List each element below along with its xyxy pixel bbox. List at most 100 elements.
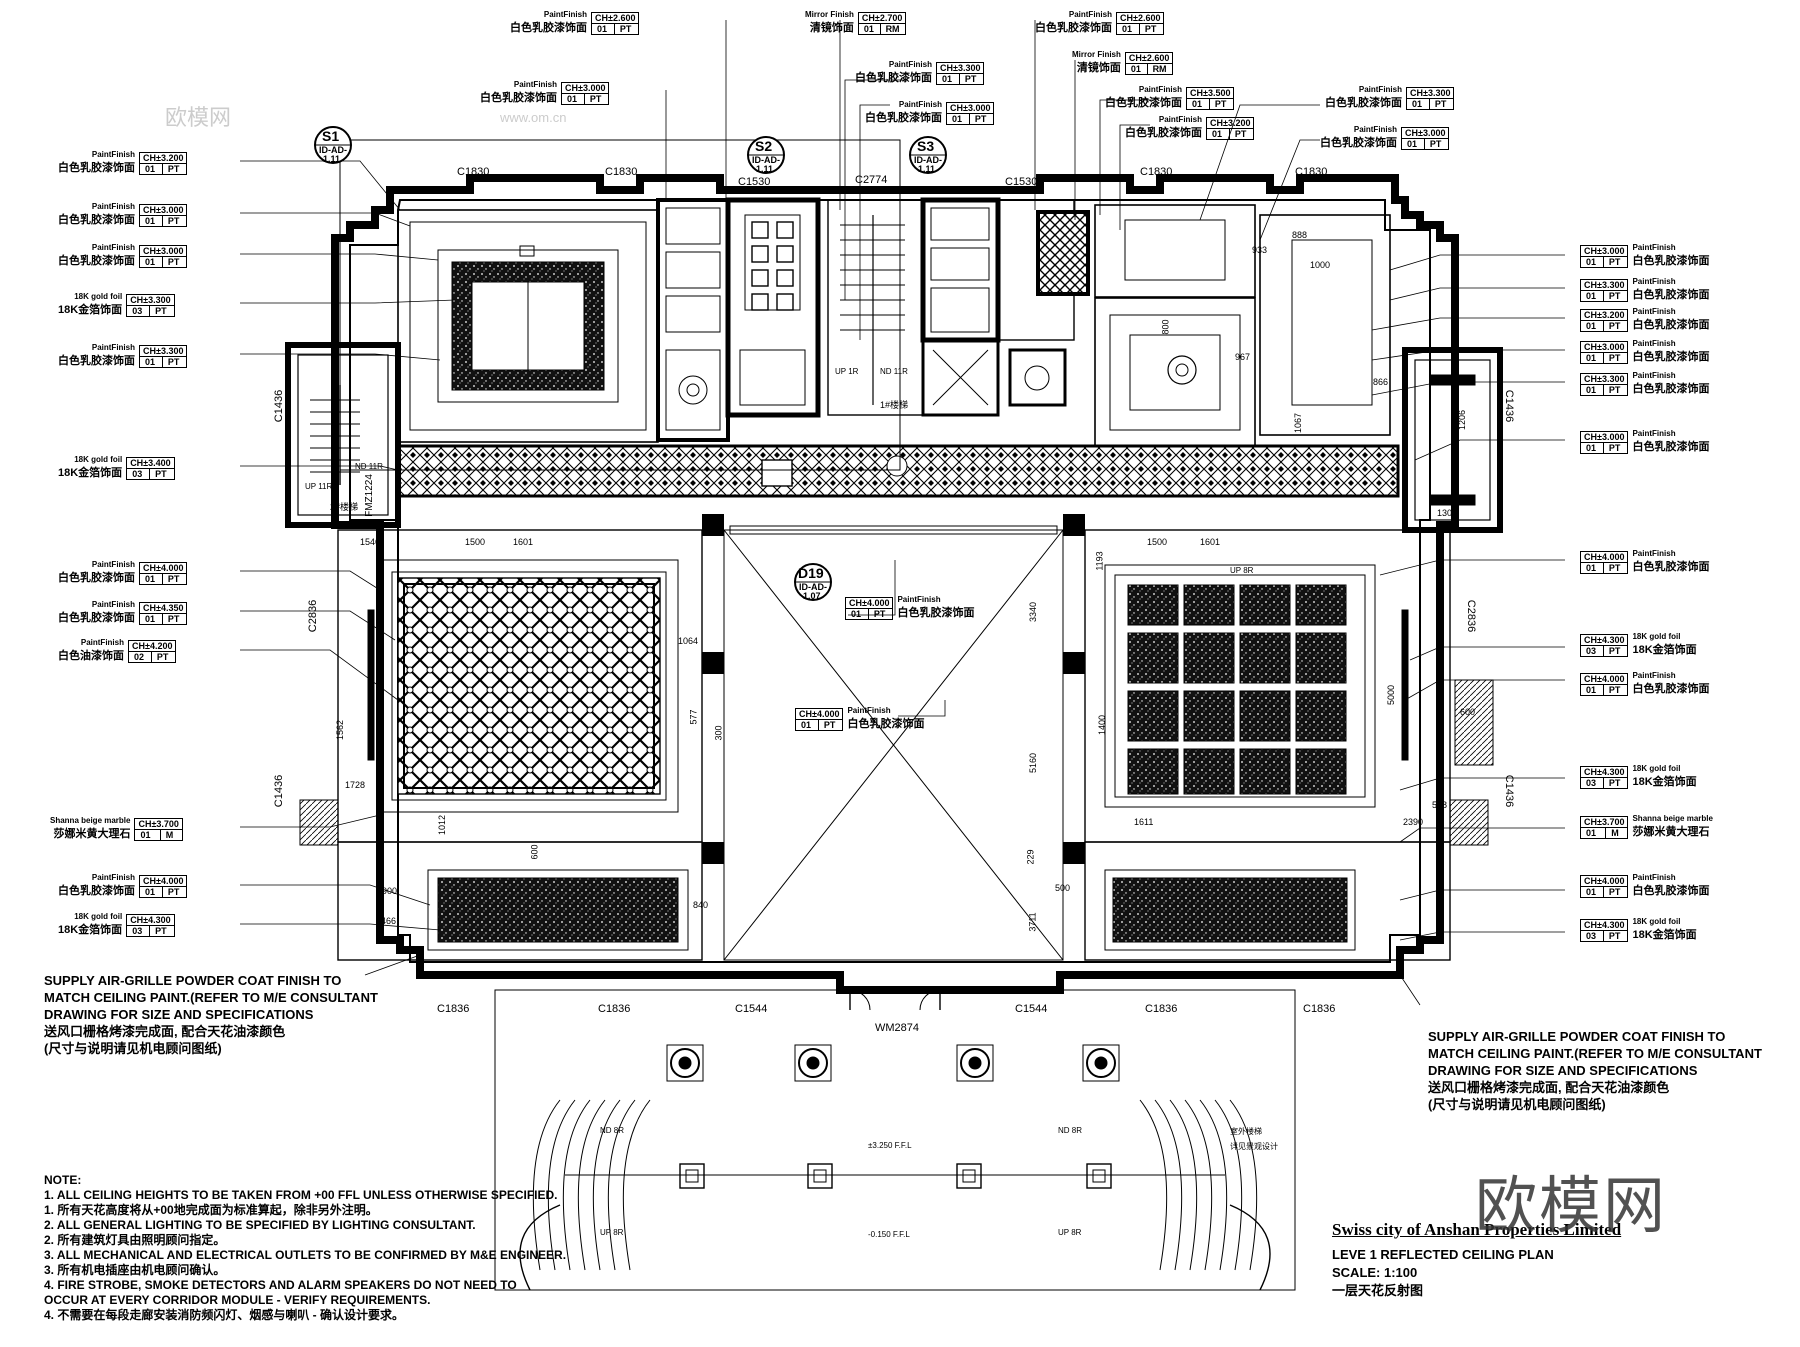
dim-5160: 5160 bbox=[1028, 752, 1039, 774]
dim-3340: 3340 bbox=[1028, 601, 1039, 623]
dim-1193: 1193 bbox=[1094, 551, 1105, 571]
tag-cn: 18K金箔饰面 bbox=[58, 304, 123, 316]
outdoor-stair-note2: 详见景观设计 bbox=[1230, 1142, 1278, 1151]
terrace-nd-right: ND 8R bbox=[1058, 1126, 1083, 1135]
dim-500: 500 bbox=[1055, 883, 1071, 893]
tag-en: PaintFinish bbox=[513, 80, 557, 89]
tag-en: PaintFinish bbox=[1632, 429, 1676, 438]
opening-top-4: C2774 bbox=[855, 174, 888, 186]
dim-800: 800 bbox=[1160, 319, 1171, 335]
tag-mat: M bbox=[1605, 827, 1629, 839]
tag-en: PaintFinish bbox=[1138, 85, 1182, 94]
tag-ch: CH±3.700 bbox=[1579, 816, 1629, 828]
opening-top-1: C1830 bbox=[457, 166, 490, 178]
tag-code: 01 bbox=[1580, 562, 1604, 574]
north-service-left bbox=[656, 197, 821, 442]
tag-mat: PT bbox=[1602, 256, 1629, 268]
tag-cn: 白色乳胶漆饰面 bbox=[1632, 289, 1710, 301]
tag-en: PaintFinish bbox=[543, 10, 587, 19]
tag-cn: 白色乳胶漆饰面 bbox=[1105, 97, 1182, 109]
tag-ch: CH±4.000 bbox=[1579, 673, 1629, 685]
tag-en: PaintFinish bbox=[1068, 10, 1112, 19]
tag-code: 01 bbox=[1580, 684, 1604, 696]
dim-577: 577 bbox=[688, 709, 699, 725]
section-d19-ref: ID-AD- bbox=[799, 582, 827, 592]
opening-bottom-1: C1836 bbox=[437, 1003, 470, 1015]
opening-bottom-4: WM2874 bbox=[875, 1022, 920, 1034]
tag-en: 18K gold foil bbox=[1632, 632, 1681, 641]
tag-ch: CH±3.000 bbox=[1579, 245, 1629, 257]
tag-code: 01 bbox=[1406, 98, 1430, 110]
section-s2-id: S2 bbox=[755, 138, 773, 154]
tag-en: PaintFinish bbox=[1353, 125, 1397, 134]
tag-cn: 白色乳胶漆饰面 bbox=[480, 92, 557, 104]
tag-en: PaintFinish bbox=[1632, 307, 1676, 316]
tag-ch: CH±3.000 bbox=[138, 204, 188, 216]
tag-cn: 白色乳胶漆饰面 bbox=[865, 112, 942, 124]
dim-1206: 1206 bbox=[1457, 409, 1468, 431]
note-line: 2. 所有建筑灯具由照明顾问指定。 bbox=[44, 1233, 226, 1247]
tag-cn: 白色乳胶漆饰面 bbox=[58, 214, 135, 226]
tag-code: 01 bbox=[1116, 23, 1140, 35]
tag-en: PaintFinish bbox=[1158, 115, 1202, 124]
tag-mat: PT bbox=[150, 651, 177, 663]
tag-mat: PT bbox=[161, 163, 188, 175]
tag-ch: CH±2.600 bbox=[590, 12, 640, 24]
tag-cn: 白色乳胶漆饰面 bbox=[1632, 319, 1710, 331]
section-s1-id: S1 bbox=[322, 128, 340, 144]
tag-en: 18K gold foil bbox=[1632, 764, 1681, 773]
opening-bottom-6: C1836 bbox=[1145, 1003, 1178, 1015]
dim-967: 967 bbox=[1235, 352, 1251, 362]
section-s3-sheet: 1.11 bbox=[918, 164, 936, 174]
dim-866: 866 bbox=[1373, 377, 1389, 387]
note-line: 4. 不需要在每段走廊安装消防频闪灯、烟感与喇叭 - 确认设计要求。 bbox=[44, 1308, 405, 1322]
tag-mat: PT bbox=[161, 886, 188, 898]
atrium-void bbox=[723, 525, 1064, 961]
tag-en: PaintFinish bbox=[1632, 371, 1676, 380]
section-s3-ref: ID-AD- bbox=[914, 155, 942, 165]
tag-code: 01 bbox=[1580, 320, 1604, 332]
tag-code: 01 bbox=[1124, 63, 1148, 75]
dim-2900: 2900 bbox=[377, 886, 398, 896]
tag-ch: CH±4.200 bbox=[127, 640, 177, 652]
tag-mat: PT bbox=[1602, 684, 1629, 696]
stair-2 bbox=[285, 342, 401, 528]
tag-ch: CH±3.300 bbox=[126, 294, 175, 306]
tag-ch: CH±2.700 bbox=[857, 12, 907, 24]
note-line: 1. 所有天花高度将从+00地完成面为标准算起，除非另外注明。 bbox=[44, 1203, 378, 1217]
tag-cn: 白色乳胶漆饰面 bbox=[1320, 137, 1397, 149]
dim-1500-l: 1500 bbox=[465, 537, 486, 547]
tag-cn: 白色乳胶漆饰面 bbox=[58, 162, 135, 174]
opening-left-2: C2836 bbox=[307, 599, 320, 633]
tag-mat: M bbox=[159, 829, 183, 841]
section-markers bbox=[314, 126, 947, 601]
opening-top-7: C1830 bbox=[1295, 166, 1328, 178]
tag-en: PaintFinish bbox=[91, 243, 135, 252]
tag-ch: CH±4.000 bbox=[1579, 875, 1629, 887]
north-room-right bbox=[1094, 204, 1391, 447]
tag-mat: PT bbox=[1602, 645, 1629, 657]
grille-note-left-en: SUPPLY AIR-GRILLE POWDER COAT FINISH TO … bbox=[44, 973, 378, 1022]
tag-ch: CH±4.000 bbox=[844, 597, 894, 609]
dim-600-r: 600 bbox=[1460, 707, 1476, 717]
